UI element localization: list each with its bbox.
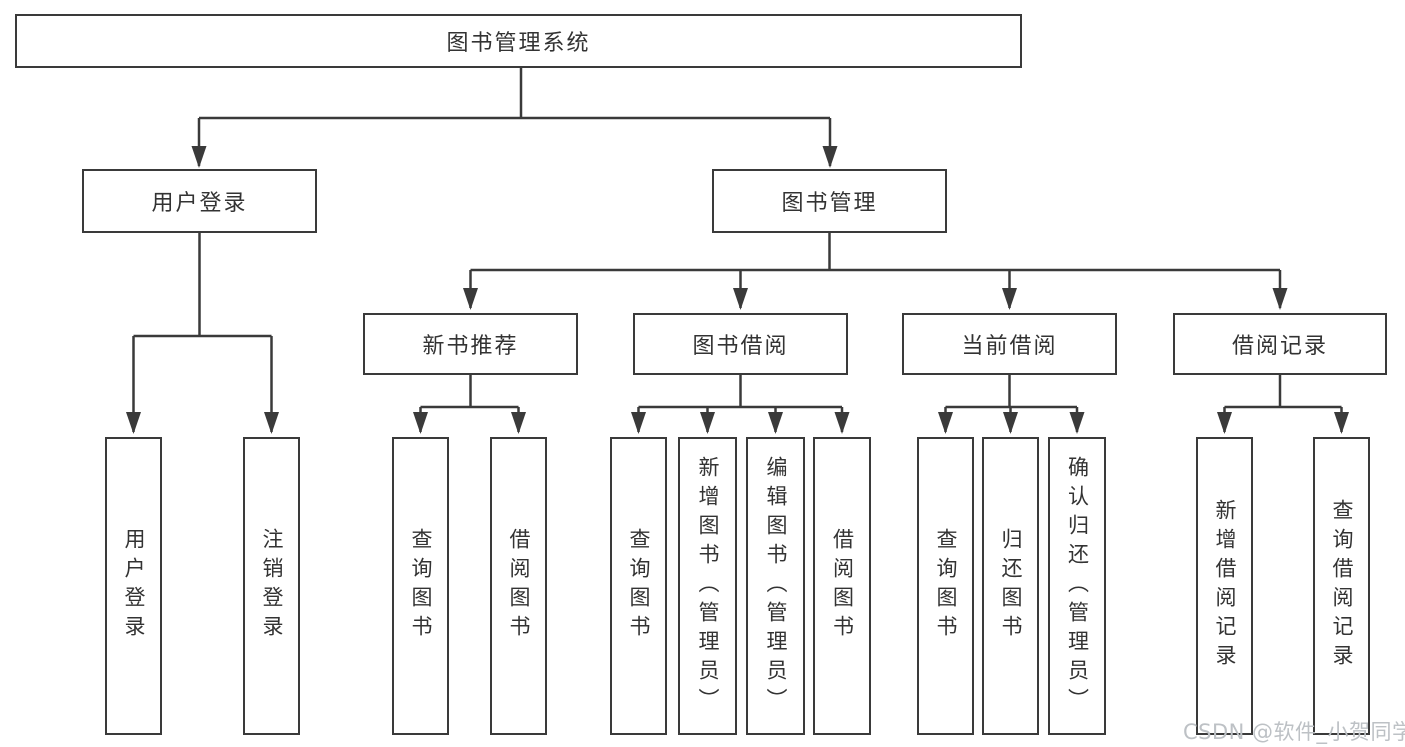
leaf-records-query-record: 查询借阅记录 (1313, 437, 1370, 735)
leaf-borrow-add-books-admin-label: 新增图书（管理员） (696, 455, 720, 717)
node-book-borrow-label: 图书借阅 (692, 334, 789, 359)
leaf-logout: 注销登录 (243, 437, 300, 735)
node-current-borrow: 当前借阅 (902, 313, 1117, 375)
leaf-newrec-borrow-books-label: 借阅图书 (507, 528, 531, 644)
connector-borrow-records-to-leaves (1217, 375, 1349, 434)
node-book-management-label: 图书管理 (781, 191, 878, 216)
node-root-system: 图书管理系统 (15, 14, 1022, 68)
leaf-current-query-books: 查询图书 (917, 437, 974, 735)
leaf-newrec-borrow-books: 借阅图书 (490, 437, 547, 735)
leaf-newrec-query-books: 查询图书 (392, 437, 449, 735)
connector-user-login-to-leaves (126, 233, 279, 434)
connector-book-mgmt-to-level3 (463, 233, 1288, 310)
watermark: CSDN @软件_小贺同学 (1183, 720, 1405, 744)
node-book-management: 图书管理 (712, 169, 947, 233)
leaf-borrow-edit-books-admin-label: 编辑图书（管理员） (764, 455, 788, 717)
leaf-records-add-record: 新增借阅记录 (1196, 437, 1253, 735)
leaf-user-login-label: 用户登录 (122, 528, 146, 644)
connector-root-to-level2 (191, 68, 838, 168)
node-new-book-recommend-label: 新书推荐 (422, 334, 519, 359)
node-user-login-label: 用户登录 (151, 191, 248, 216)
leaf-newrec-query-books-label: 查询图书 (409, 528, 433, 644)
connector-new-book-rec-to-leaves (413, 375, 526, 434)
leaf-current-confirm-return-admin-label: 确认归还（管理员） (1065, 455, 1090, 717)
leaf-borrow-query-books-label: 查询图书 (627, 528, 651, 644)
leaf-records-query-record-label: 查询借阅记录 (1330, 499, 1354, 673)
node-new-book-recommend: 新书推荐 (363, 313, 578, 375)
leaf-current-query-books-label: 查询图书 (934, 528, 958, 644)
node-current-borrow-label: 当前借阅 (961, 334, 1058, 359)
node-borrow-records-label: 借阅记录 (1231, 334, 1328, 359)
connector-book-borrow-to-leaves (631, 375, 850, 434)
leaf-current-return-books: 归还图书 (982, 437, 1039, 735)
node-root-system-label: 图书管理系统 (446, 31, 591, 56)
node-user-login: 用户登录 (82, 169, 317, 233)
leaf-borrow-borrow-books-label: 借阅图书 (830, 528, 855, 644)
node-book-borrow: 图书借阅 (633, 313, 848, 375)
leaf-user-login: 用户登录 (105, 437, 162, 735)
leaf-borrow-add-books-admin: 新增图书（管理员） (678, 437, 737, 735)
leaf-current-confirm-return-admin: 确认归还（管理员） (1048, 437, 1106, 735)
leaf-logout-label: 注销登录 (260, 528, 284, 644)
leaf-borrow-edit-books-admin: 编辑图书（管理员） (746, 437, 805, 735)
connector-current-borrow-to-leaves (938, 375, 1085, 434)
node-borrow-records: 借阅记录 (1173, 313, 1387, 375)
leaf-records-add-record-label: 新增借阅记录 (1213, 499, 1237, 673)
leaf-borrow-borrow-books: 借阅图书 (813, 437, 871, 735)
leaf-borrow-query-books: 查询图书 (610, 437, 667, 735)
leaf-current-return-books-label: 归还图书 (999, 528, 1023, 644)
